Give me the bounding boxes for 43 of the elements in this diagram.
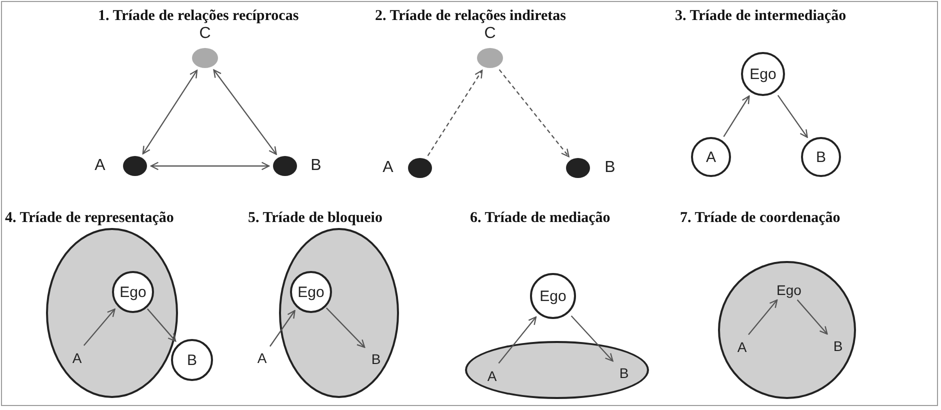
node-label: A — [257, 350, 267, 366]
arrow — [777, 94, 808, 138]
arrow — [146, 308, 176, 342]
arrow — [498, 69, 570, 158]
node-label: Ego — [776, 282, 802, 298]
arrow — [796, 299, 828, 335]
node-label: A — [487, 368, 497, 384]
panel-title: 6. Tríade de mediação — [470, 209, 610, 227]
node-label: A — [72, 350, 82, 366]
arrow — [83, 308, 116, 346]
node-circle: Ego — [290, 271, 332, 313]
node-circle: B — [171, 339, 213, 381]
arrow — [150, 162, 270, 170]
node-label: A — [737, 339, 747, 355]
arrow — [270, 310, 296, 347]
arrow — [570, 316, 614, 362]
arrow — [213, 69, 277, 155]
node-circle: Ego — [112, 271, 154, 313]
node-label: B — [604, 159, 616, 177]
arrow — [142, 70, 198, 154]
arrow — [326, 307, 366, 348]
arrow — [498, 316, 537, 364]
node-label: B — [833, 338, 843, 354]
node-circle: A — [691, 137, 731, 177]
panel-title: 5. Tríade de bloqueio — [248, 209, 382, 227]
panel-title: 2. Tríade de relações indiretas — [375, 7, 566, 25]
panel-title: 1. Tríade de relações recíprocas — [98, 7, 299, 25]
arrow — [748, 299, 778, 335]
arrow — [723, 95, 750, 138]
node-label: A — [94, 157, 106, 175]
node-label: B — [619, 365, 629, 381]
node-label: A — [382, 159, 394, 177]
node-label: C — [484, 25, 496, 43]
node-label: B — [310, 157, 322, 175]
panel-title: 3. Tríade de intermediação — [675, 7, 846, 25]
panel-title: 4. Tríade de representação — [5, 209, 174, 227]
node-circle: Ego — [741, 52, 785, 96]
node-circle: Ego — [530, 273, 576, 319]
node-circle: B — [801, 137, 841, 177]
node-label: C — [199, 25, 211, 43]
panel-title: 7. Tríade de coordenação — [680, 209, 840, 227]
node-label: B — [371, 351, 381, 367]
arrow — [427, 70, 483, 156]
